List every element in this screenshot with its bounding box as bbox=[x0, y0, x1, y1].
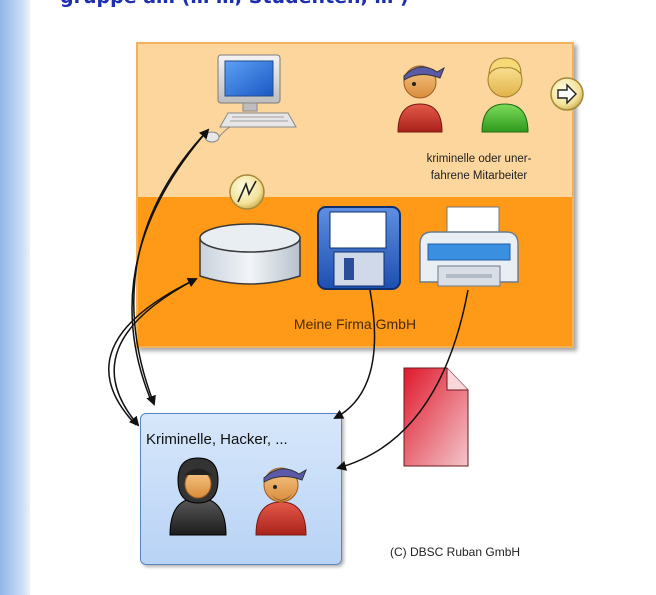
left-gradient-band bbox=[0, 0, 30, 595]
arrow-database-to-kriminelle bbox=[113, 278, 197, 427]
mitarbeiter-label: kriminelle oder uner- fahrene Mitarbeite… bbox=[384, 151, 574, 185]
mitarbeiter-label-line2: fahrene Mitarbeiter bbox=[430, 170, 528, 182]
arrow-kriminelle-to-database bbox=[108, 277, 198, 426]
person-pirate-icon bbox=[397, 65, 445, 133]
kriminelle-box: Kriminelle, Hacker, ... bbox=[140, 413, 342, 565]
floppy-disk-icon bbox=[317, 206, 401, 290]
database-icon bbox=[199, 223, 301, 285]
connection-arrows bbox=[108, 128, 469, 471]
arrow-computer-to-kriminelle bbox=[133, 129, 209, 406]
copyright-text: (C) DBSC Ruban GmbH bbox=[390, 545, 521, 559]
person-green-icon bbox=[481, 57, 529, 133]
arrow-printer-to-kriminelle bbox=[336, 289, 469, 471]
printer-icon bbox=[419, 206, 519, 287]
person-pirate-icon bbox=[255, 467, 307, 536]
firma-label: Meine Firma GmbH bbox=[293, 316, 417, 332]
computer-icon bbox=[204, 54, 297, 143]
arrow-floppy-to-kriminelle bbox=[333, 289, 376, 419]
arrow-kriminelle-to-computer bbox=[131, 128, 210, 399]
lightning-badge-icon bbox=[229, 174, 265, 210]
arrow-right-badge-icon bbox=[550, 77, 584, 111]
page-title: gruppe a… (… …, Studenten, … ) bbox=[60, 0, 656, 12]
mitarbeiter-label-line1: kriminelle oder uner- bbox=[426, 153, 532, 165]
person-hooded-icon bbox=[169, 457, 227, 536]
kriminelle-label: Kriminelle, Hacker, ... bbox=[146, 431, 288, 448]
document-icon bbox=[403, 367, 469, 467]
